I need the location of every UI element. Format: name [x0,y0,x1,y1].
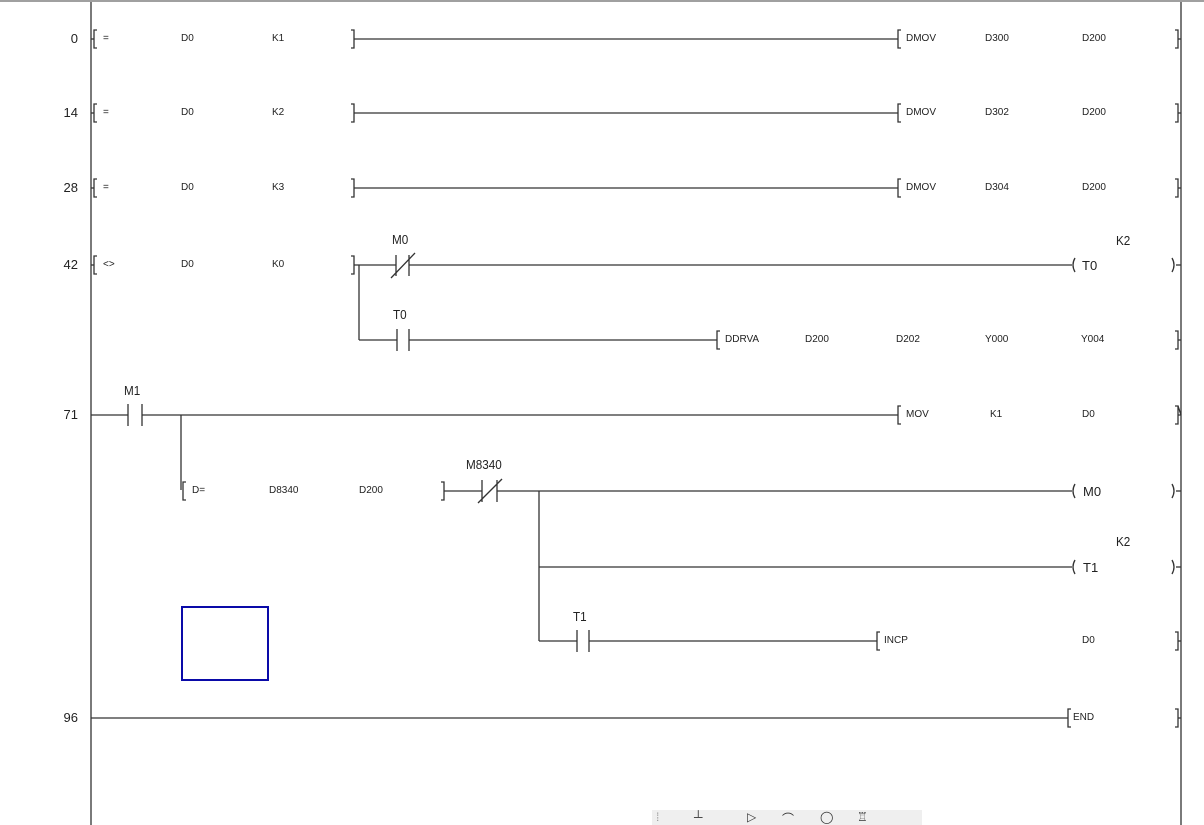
contact-label[interactable]: T0 [393,307,407,322]
instruction-operand[interactable]: D0 [1082,635,1095,646]
compare-operator[interactable]: <> [103,259,115,270]
compare-operand[interactable]: D0 [181,259,194,270]
compare-operand[interactable]: D0 [181,33,194,44]
instr-bracket-open [897,29,901,49]
instruction-operand[interactable]: Y000 [985,334,1009,345]
floating-toolbar: ⁞ ┴ ▷ ⌒ ◯ ♖ [652,810,922,825]
instruction-operand[interactable]: D300 [985,33,1009,44]
instruction-operand[interactable]: D200 [1082,33,1106,44]
compare-operand[interactable]: K2 [272,107,285,118]
instruction-operand[interactable]: D200 [805,334,829,345]
instruction-name[interactable]: DMOV [906,107,936,118]
step-number: 0 [70,31,78,46]
contact-icon[interactable]: ┴ [694,810,703,824]
instruction-operand[interactable]: D302 [985,107,1009,118]
instruction-operand[interactable]: Y004 [1081,334,1105,345]
compare-operator[interactable]: = [103,182,109,193]
instruction-name[interactable]: DMOV [906,182,936,193]
contact-label[interactable]: M0 [392,232,409,247]
contact-nc-m8340-slash [477,478,503,504]
instruction-name[interactable]: DMOV [906,33,936,44]
compare-operator[interactable]: = [103,33,109,44]
compare-operand[interactable]: K3 [272,182,285,193]
step-number: 14 [63,105,78,120]
coil-setting[interactable]: K2 [1116,233,1131,248]
pen-icon[interactable]: ⌒ [782,812,795,825]
compare-operator[interactable]: D= [192,485,206,496]
contact-label[interactable]: T1 [573,609,587,624]
instruction-name[interactable]: MOV [906,409,929,420]
circle-icon[interactable]: ◯ [820,810,834,824]
step-number: 42 [63,257,78,272]
step-number: 96 [63,710,78,725]
shape-icon[interactable]: ♖ [857,810,868,824]
instruction-name[interactable]: END [1073,712,1095,723]
coil-device[interactable]: M0 [1083,484,1102,499]
grip-icon[interactable]: ⁞ [656,810,660,824]
compare-bracket-close [351,29,355,49]
coil-setting[interactable]: K2 [1116,534,1131,549]
coil-open [1072,257,1076,273]
contact-label[interactable]: M1 [124,383,141,398]
coil-close [1171,257,1175,273]
instr-bracket-close [1175,29,1179,49]
compare-operand[interactable]: K1 [272,33,285,44]
contact-nc-m0-slash [390,252,416,279]
compare-operand[interactable]: D200 [359,485,383,496]
contact-label[interactable]: M8340 [466,457,502,472]
instruction-name[interactable]: DDRVA [725,334,760,345]
window-top-border [0,0,1204,2]
compare-operator[interactable]: = [103,107,109,118]
coil-device[interactable]: T1 [1083,560,1099,575]
compare-operand[interactable]: K0 [272,259,285,270]
instruction-operand[interactable]: D0 [1082,409,1095,420]
compare-operand[interactable]: D0 [181,182,194,193]
instruction-name[interactable]: INCP [884,635,908,646]
step-number: 71 [63,407,78,422]
instruction-operand[interactable]: K1 [990,409,1003,420]
compare-operand[interactable]: D0 [181,107,194,118]
instruction-operand[interactable]: D200 [1082,107,1106,118]
instruction-operand[interactable]: D202 [896,334,920,345]
selection-cursor[interactable] [181,606,269,681]
instruction-operand[interactable]: D304 [985,182,1009,193]
step-number: 28 [63,180,78,195]
pointer-icon[interactable]: ▷ [747,810,757,824]
coil-device[interactable]: T0 [1082,258,1098,273]
compare-bracket-open [93,29,97,49]
instruction-operand[interactable]: D200 [1082,182,1106,193]
compare-operand[interactable]: D8340 [269,485,299,496]
